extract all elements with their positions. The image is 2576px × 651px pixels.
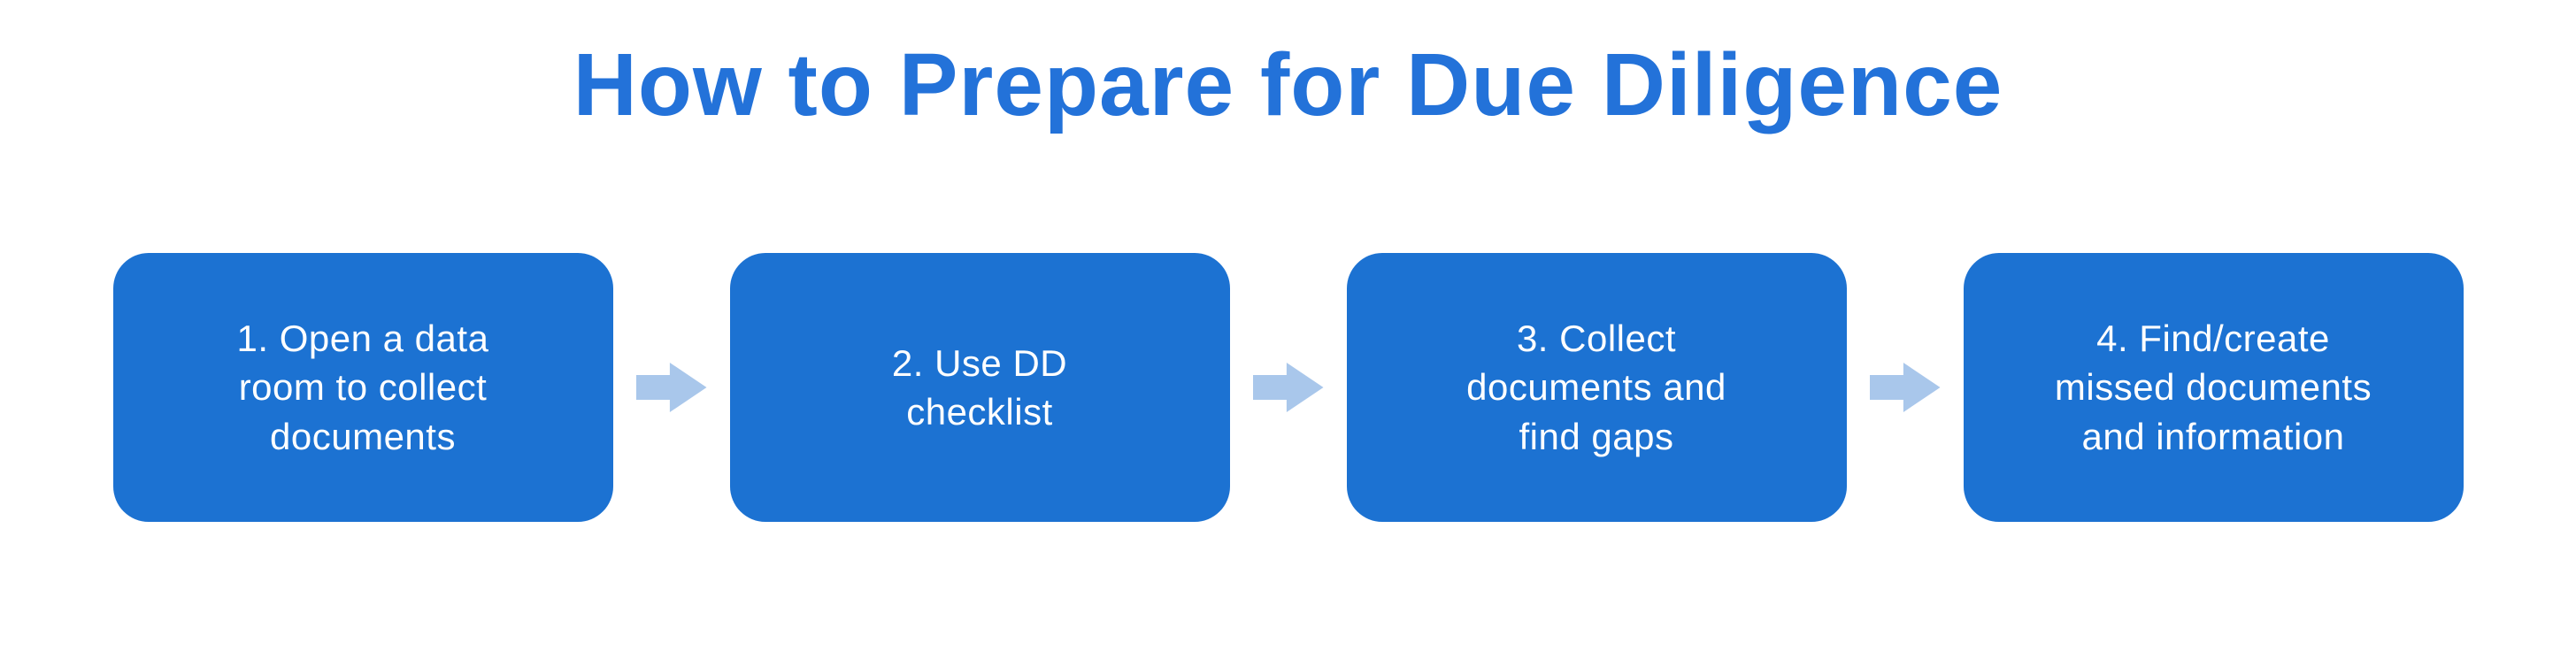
page-title: How to Prepare for Due Diligence	[573, 35, 2003, 134]
arrow-right-icon	[1252, 363, 1324, 412]
arrow-right-icon	[1869, 363, 1941, 412]
step-1-label: 1. Open a data room to collect documents	[236, 317, 489, 457]
step-2-label: 2. Use DD checklist	[891, 341, 1068, 433]
step-4-label: 4. Find/create missed documents and info…	[2054, 317, 2372, 457]
process-flow: 1. Open a data room to collect documents…	[0, 253, 2576, 522]
step-box-4: 4. Find/create missed documents and info…	[1963, 253, 2464, 522]
step-box-2: 2. Use DD checklist	[729, 253, 1230, 522]
infographic-canvas: How to Prepare for Due Diligence 1. Open…	[0, 32, 2576, 651]
step-box-1: 1. Open a data room to collect documents	[112, 253, 613, 522]
arrow-right-icon	[635, 363, 707, 412]
step-box-3: 3. Collect documents and find gaps	[1346, 253, 1847, 522]
step-3-label: 3. Collect documents and find gaps	[1466, 317, 1726, 457]
